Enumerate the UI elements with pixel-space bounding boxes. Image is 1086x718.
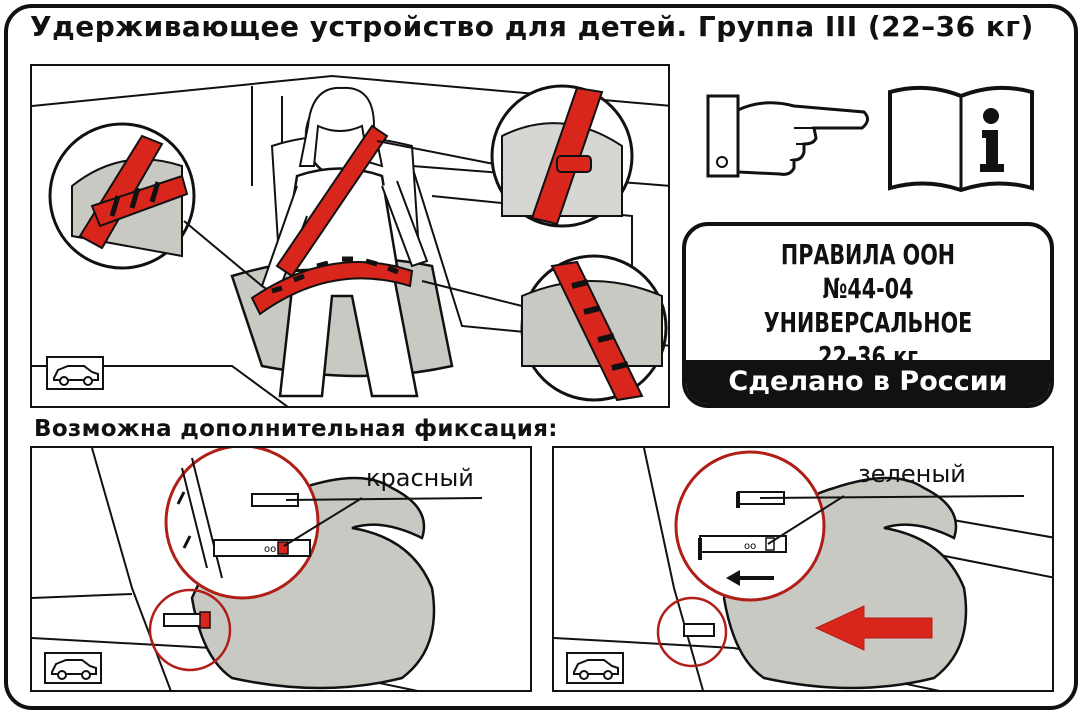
- un-regulation-badge: ПРАВИЛА ООН №44-04 УНИВЕРСАЛЬНОЕ 22–36 к…: [682, 222, 1054, 408]
- info-book-icon: [886, 78, 1036, 196]
- pointing-hand-icon: [704, 88, 876, 184]
- badge-line: УНИВЕРСАЛЬНОЕ: [763, 306, 973, 339]
- green-clip-label: зеленый: [858, 460, 966, 488]
- svg-text:oo: oo: [744, 541, 756, 552]
- red-clip-label: красный: [366, 464, 474, 492]
- isofix-green-panel: oo зеленый: [552, 446, 1054, 692]
- main-illustration: [30, 64, 670, 408]
- made-in-russia-label: Сделано в России: [686, 360, 1050, 404]
- isofix-red-panel: oo красный: [30, 446, 532, 692]
- additional-fixation-heading: Возможна дополнительная фиксация:: [34, 416, 558, 442]
- page-title: Удерживающее устройство для детей. Групп…: [30, 10, 1034, 43]
- svg-text:oo: oo: [264, 544, 276, 555]
- badge-line: ПРАВИЛА ООН: [780, 238, 956, 271]
- car-icon: [566, 652, 624, 684]
- car-icon: [44, 652, 102, 684]
- car-icon: [46, 356, 104, 390]
- sticker-frame: [4, 4, 1078, 710]
- badge-line: №44-04: [822, 272, 914, 305]
